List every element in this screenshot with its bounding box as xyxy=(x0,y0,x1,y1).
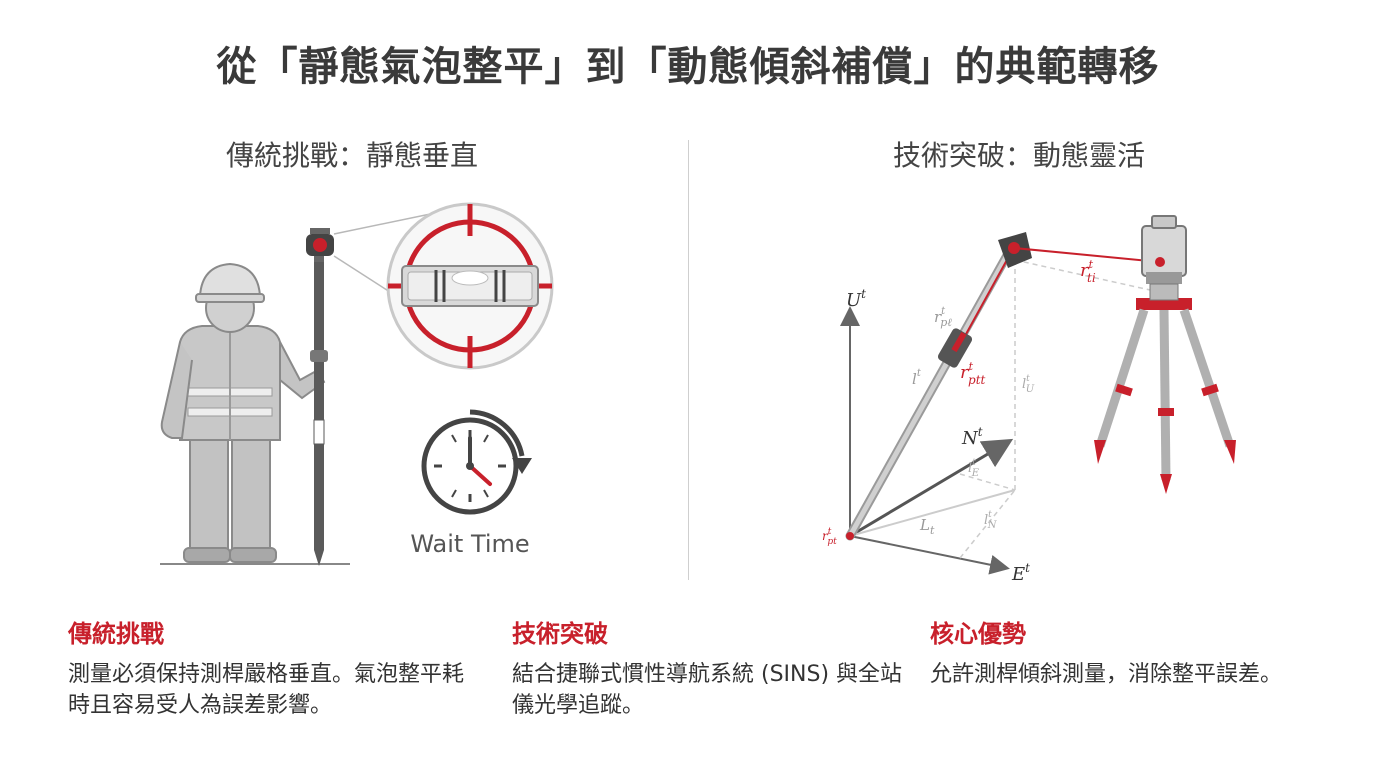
page-title: 從「靜態氣泡整平」到「動態傾斜補償」的典範轉移 xyxy=(216,44,1160,90)
column-advantage: 核心優勢 允許測桿傾斜測量，消除整平誤差。 xyxy=(930,614,1310,690)
wait-time-label: Wait Time xyxy=(410,530,529,558)
right-panel-title: 技術突破：動態靈活 xyxy=(893,139,1146,172)
axis-u-label: Ut xyxy=(846,287,866,311)
column-heading: 核心優勢 xyxy=(930,620,1026,648)
surveyor-worker-icon xyxy=(160,262,326,563)
bubble-level-icon xyxy=(386,202,554,370)
line-of-sight xyxy=(1013,247,1161,263)
column-heading: 傳統挑戰 xyxy=(68,620,164,648)
survey-pole-icon xyxy=(306,228,334,566)
axis-e xyxy=(849,535,1010,575)
left-panel-title: 傳統挑戰：靜態垂直 xyxy=(226,139,479,172)
axis-e-label: Et xyxy=(1011,561,1030,580)
total-station-icon xyxy=(1094,215,1236,494)
center-divider xyxy=(688,140,689,580)
column-body: 測量必須保持測桿嚴格垂直。氣泡整平耗時且容易受人為誤差影響。 xyxy=(68,662,465,718)
column-breakthrough: 技術突破 結合捷聯式慣性導航系統 (SINS) 與全站儀光學追蹤。 xyxy=(512,614,912,721)
traditional-surveyor-figure: Wait Time xyxy=(160,202,554,566)
tilted-pole-icon xyxy=(845,232,1032,541)
axis-n xyxy=(849,438,1014,538)
column-heading: 技術突破 xyxy=(512,620,608,648)
axis-n-label: Nt xyxy=(961,425,983,449)
column-traditional: 傳統挑戰 測量必須保持測桿嚴格垂直。氣泡整平耗時且容易受人為誤差影響。 xyxy=(68,614,468,721)
clock-icon xyxy=(421,409,532,515)
l-t-label: lt xyxy=(912,368,922,388)
L-t-label: Lt xyxy=(919,516,935,537)
column-body: 允許測桿傾斜測量，消除整平誤差。 xyxy=(930,662,1283,687)
column-body: 結合捷聯式慣性導航系統 (SINS) 與全站儀光學追蹤。 xyxy=(512,662,903,718)
